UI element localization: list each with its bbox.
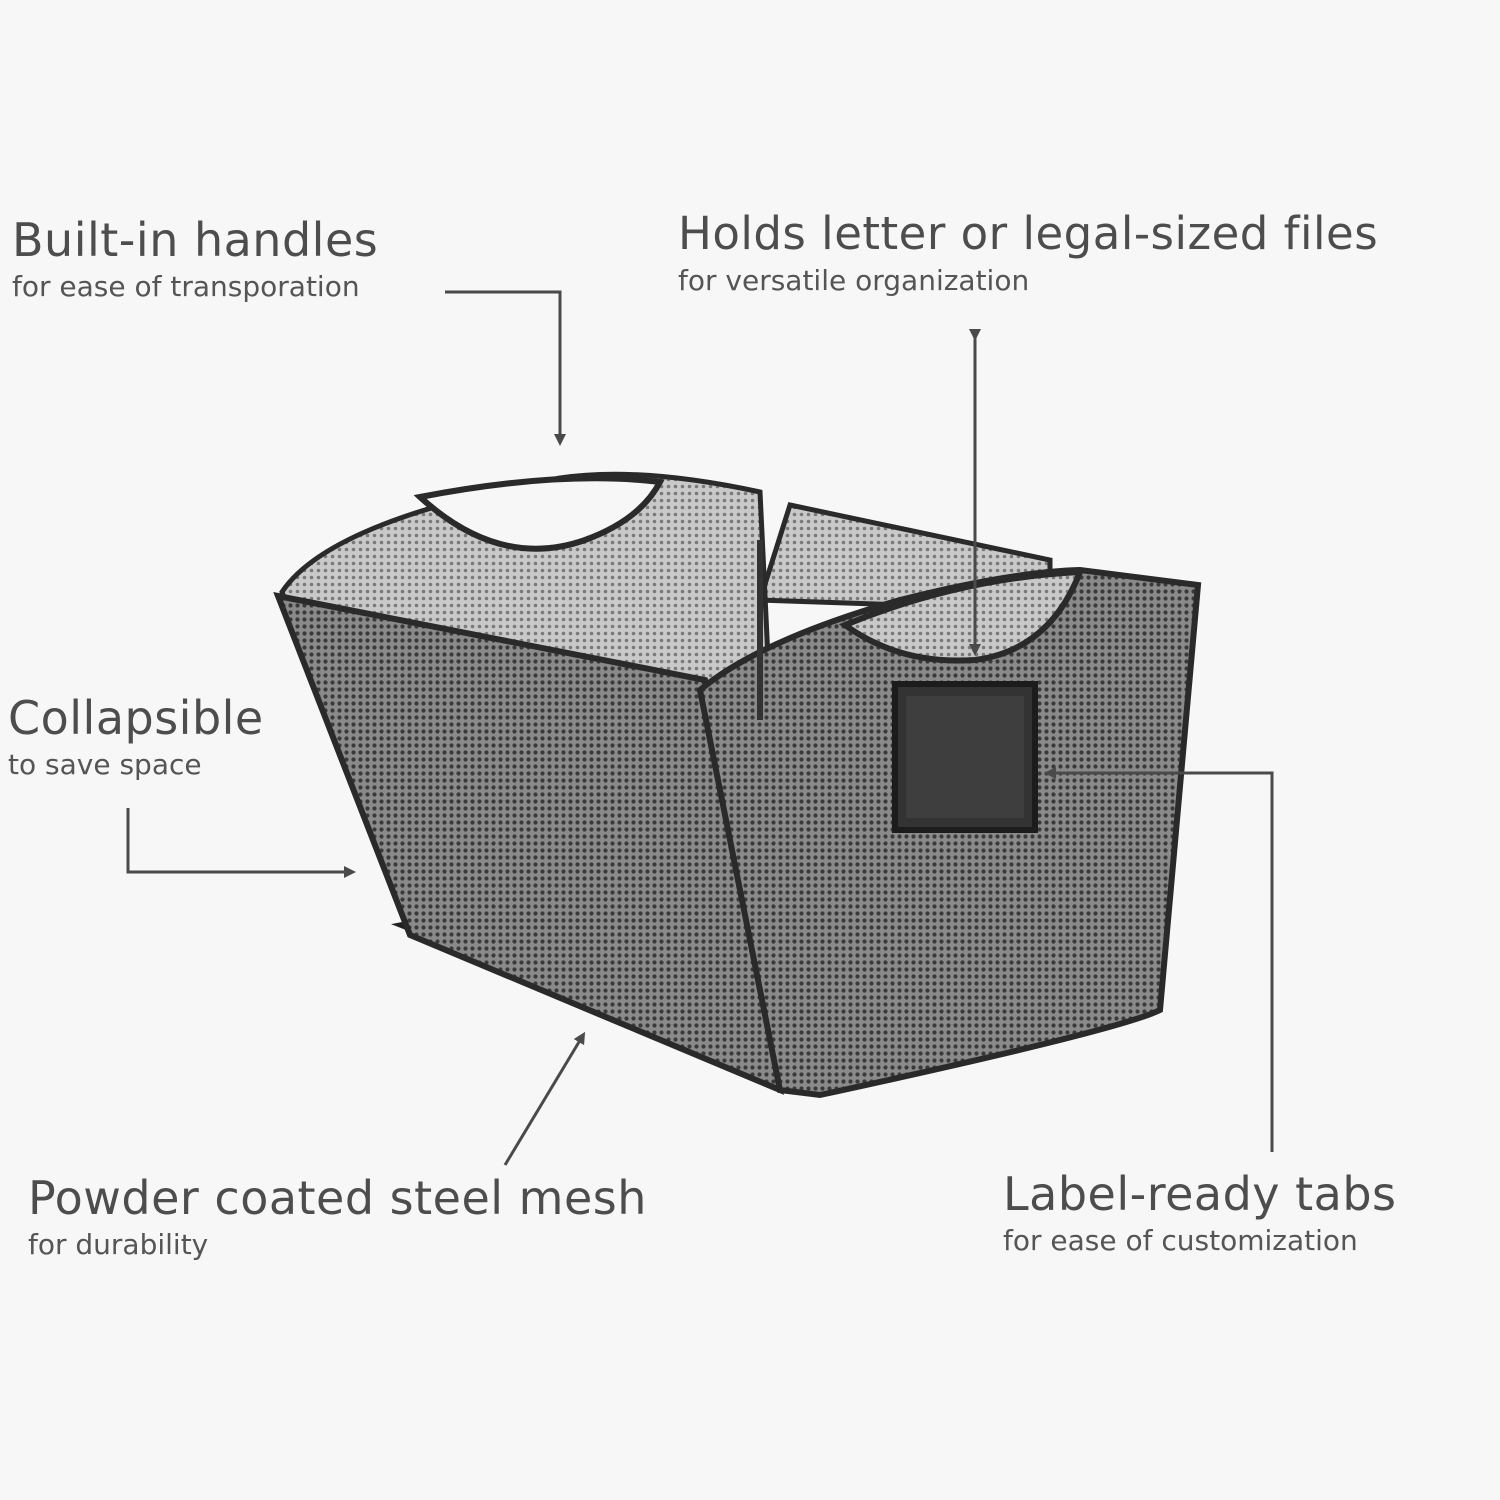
collapsible-arrow xyxy=(126,808,356,878)
callout-holds-files: Holds letter or legal-sized files for ve… xyxy=(678,208,1378,298)
callout-subtitle: for ease of customization xyxy=(1003,1224,1358,1257)
front-handle-cutout xyxy=(838,568,1085,664)
callout-collapsible: Collapsible to save space xyxy=(8,692,264,782)
handles-arrow xyxy=(445,290,566,446)
label-arrow xyxy=(1044,767,1274,1152)
callout-built-in-handles: Built-in handles for ease of transporati… xyxy=(12,214,378,304)
callout-subtitle: for ease of transporation xyxy=(12,270,360,303)
callout-title: Collapsible xyxy=(8,691,264,745)
powder-arrow xyxy=(503,1031,586,1166)
callout-subtitle: for versatile organization xyxy=(678,264,1030,297)
callout-subtitle: to save space xyxy=(8,748,202,781)
back-handle-cutout xyxy=(413,475,665,552)
callout-title: Powder coated steel mesh xyxy=(28,1171,647,1225)
callout-title: Holds letter or legal-sized files xyxy=(678,207,1379,260)
callout-label-tabs: Label-ready tabs for ease of customizati… xyxy=(1003,1168,1397,1258)
callout-steel-mesh: Powder coated steel mesh for durability xyxy=(28,1172,647,1262)
callout-subtitle: for durability xyxy=(28,1228,209,1261)
callout-title: Label-ready tabs xyxy=(1003,1167,1397,1221)
callout-title: Built-in handles xyxy=(12,213,379,267)
